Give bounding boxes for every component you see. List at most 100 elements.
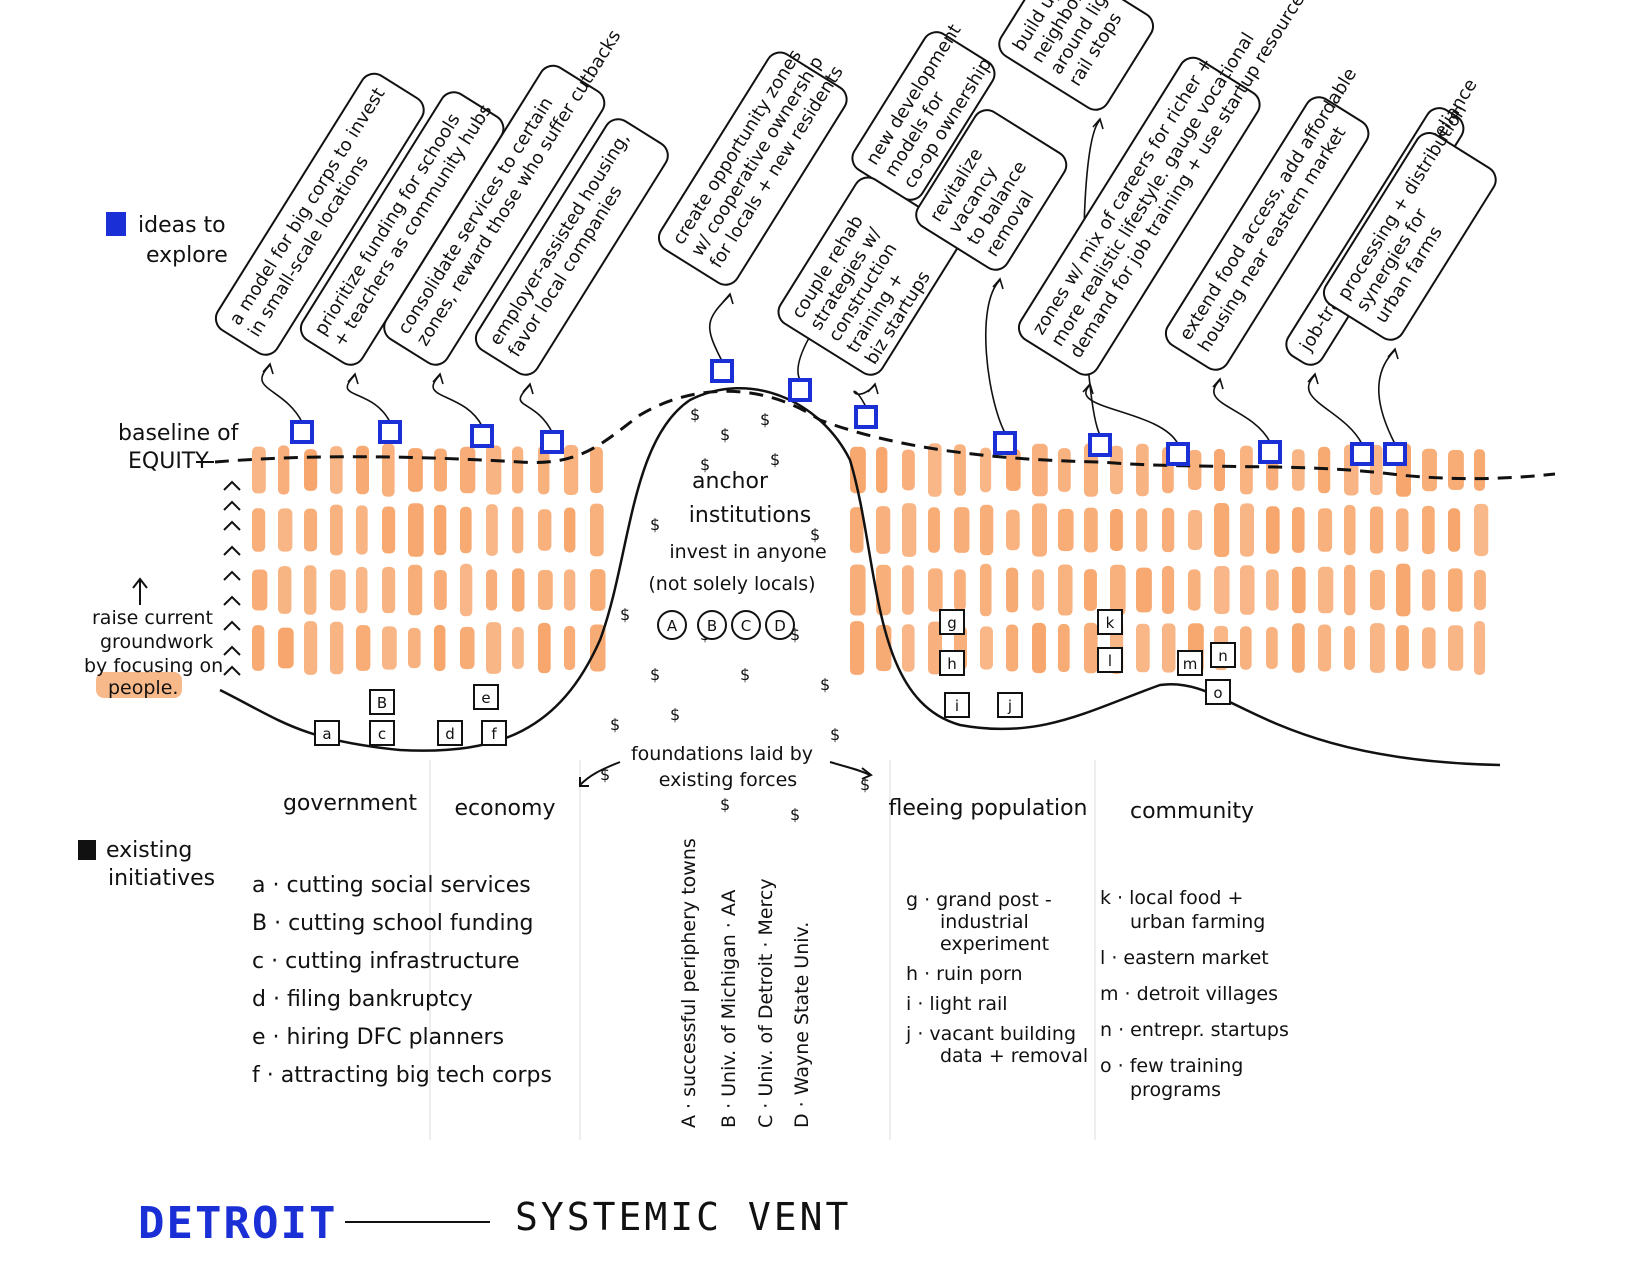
people-stroke xyxy=(1448,449,1464,491)
existing-marker-label: k xyxy=(1106,614,1115,632)
people-stroke xyxy=(278,627,294,669)
faint-stamp: $ xyxy=(810,525,820,544)
idea-box-outline xyxy=(474,118,669,376)
people-stroke xyxy=(954,507,970,553)
existing-marker-label: i xyxy=(955,697,959,715)
people-stroke xyxy=(460,506,472,554)
idea-box-outline xyxy=(657,51,848,286)
sector-community: community xyxy=(1130,799,1254,824)
people-stroke xyxy=(1136,623,1150,673)
people-stroke xyxy=(1188,509,1203,551)
existing-legend-swatch xyxy=(78,840,96,860)
anchor-title-2: institutions xyxy=(689,503,811,528)
people-stroke xyxy=(486,569,498,611)
raise-label-4: people. xyxy=(108,677,178,699)
people-stroke xyxy=(1370,623,1385,673)
people-stroke xyxy=(252,446,266,494)
faint-stamp: $ xyxy=(670,705,680,724)
existing-marker-box xyxy=(314,720,340,746)
community-list-item: o · few training xyxy=(1100,1055,1243,1077)
people-stroke xyxy=(408,503,424,557)
people-stroke xyxy=(434,504,447,556)
idea-connector xyxy=(1212,379,1271,443)
existing-marker-box xyxy=(997,692,1023,718)
people-stroke xyxy=(1136,508,1148,552)
title-subtitle: SYSTEMIC VENT xyxy=(515,1195,851,1239)
idea-connector xyxy=(853,384,876,408)
people-stroke xyxy=(1084,507,1098,553)
existing-marker-l: l xyxy=(1097,647,1123,673)
people-stroke xyxy=(902,565,914,615)
idea-marker xyxy=(1350,442,1374,466)
people-stroke xyxy=(980,563,992,617)
sector-fleeing-population: fleeing population xyxy=(888,796,1087,821)
title-place: DETROIT xyxy=(138,1198,337,1249)
people-stroke xyxy=(304,508,318,552)
people-stroke xyxy=(876,446,888,494)
people-stroke xyxy=(1292,566,1306,614)
people-stroke xyxy=(486,445,502,495)
people-stroke xyxy=(902,503,917,557)
existing-marker-B: B xyxy=(369,689,395,715)
idea-connector xyxy=(346,374,391,423)
foundations-label-1: foundations laid by xyxy=(631,743,813,765)
people-stroke xyxy=(1422,448,1437,492)
people-stroke xyxy=(512,627,524,669)
people-stroke xyxy=(1162,507,1175,553)
idea-box-outline xyxy=(383,64,606,366)
faint-stamp: $ xyxy=(650,665,660,684)
anchor-marker-label: B xyxy=(707,617,717,635)
people-stroke xyxy=(1318,624,1332,672)
idea-connector xyxy=(519,384,553,433)
existing-marker-box xyxy=(369,720,395,746)
fleeing-list-item: experiment xyxy=(940,933,1049,955)
people-stroke xyxy=(1448,568,1463,612)
people-stroke xyxy=(382,566,396,614)
people-stroke xyxy=(1344,564,1356,616)
people-stroke xyxy=(1240,445,1253,495)
existing-marker-label: j xyxy=(1007,697,1012,715)
people-stroke xyxy=(1396,625,1409,671)
people-stroke xyxy=(356,625,371,671)
existing-marker-label: o xyxy=(1213,684,1222,702)
people-stroke xyxy=(330,504,343,556)
people-stroke xyxy=(1214,448,1226,492)
raise-chevrons xyxy=(223,480,241,676)
anchor-marker-circle xyxy=(697,610,727,640)
idea-marker xyxy=(854,405,878,429)
sector-economy: economy xyxy=(455,796,556,821)
people-stroke xyxy=(512,446,524,494)
faint-stamp: $ xyxy=(610,715,620,734)
people-stroke xyxy=(902,624,915,672)
people-highlight xyxy=(96,672,182,698)
existing-marker-n: n xyxy=(1210,642,1236,668)
people-stroke xyxy=(928,443,942,497)
idea-arrowhead xyxy=(347,372,359,385)
people-stroke xyxy=(590,446,603,494)
people-stroke xyxy=(356,505,368,555)
existing-marker-label: a xyxy=(322,725,331,743)
people-stroke xyxy=(1292,449,1305,491)
fleeing-list-item: h · ruin porn xyxy=(906,963,1023,985)
people-stroke xyxy=(330,621,344,675)
people-stroke xyxy=(1370,569,1385,611)
anchor-list-item: A · successful periphery towns xyxy=(678,838,700,1128)
people-stroke xyxy=(876,624,892,672)
idea-arrowhead xyxy=(432,372,444,385)
existing-marker-i: i xyxy=(944,692,970,718)
faint-stamp: $ xyxy=(650,515,660,534)
idea-connector xyxy=(1307,374,1363,445)
existing-marker-d: d xyxy=(437,720,463,746)
foundations-label-2: existing forces xyxy=(659,769,797,791)
faint-stamp: $ xyxy=(690,405,700,424)
government-list-item: B · cutting school funding xyxy=(252,911,534,936)
anchor-marker-circle xyxy=(657,610,687,640)
anchor-marker-circle xyxy=(765,610,795,640)
faint-stamp: $ xyxy=(790,625,800,644)
people-stroke xyxy=(980,504,994,556)
community-list-item: k · local food + xyxy=(1100,887,1243,909)
existing-marker-h: h xyxy=(939,650,965,676)
